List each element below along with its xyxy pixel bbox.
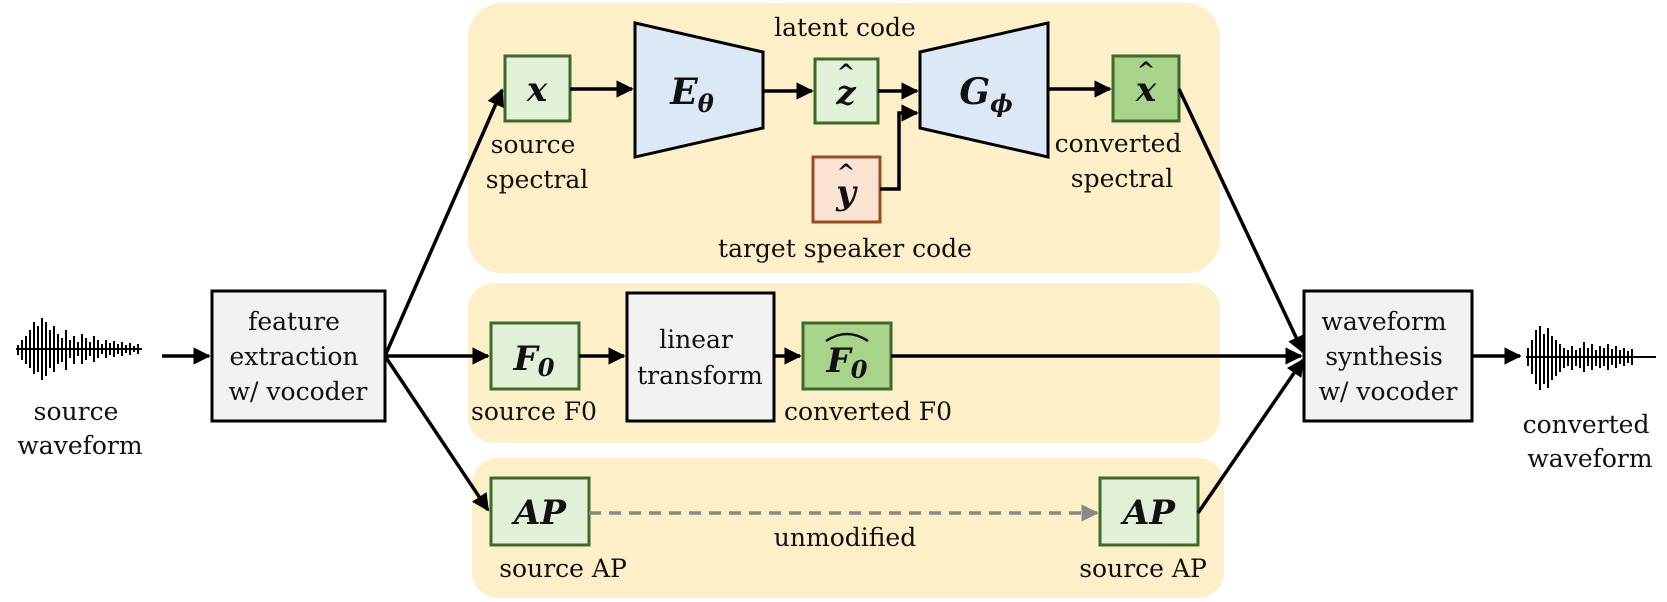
encoder-block — [633, 21, 765, 159]
source-ap-label-left: source AP — [499, 554, 627, 583]
converted-spectral-label: converted spectral — [1055, 129, 1190, 193]
feature-extraction-label: feature extraction w/ vocoder — [229, 307, 368, 406]
source-ap-label-right: source AP — [1079, 554, 1207, 583]
converted-waveform-icon — [1526, 326, 1656, 390]
waveform-synthesis-label: waveform synthesis w/ vocoder — [1319, 307, 1458, 406]
f0-hat-accent — [825, 332, 869, 343]
f0-hat-symbol: F0 — [826, 341, 868, 384]
source-waveform-label: source waveform — [17, 397, 142, 460]
decoder-symbol: Gϕ — [959, 71, 1013, 118]
x-symbol: x — [526, 70, 548, 110]
source-f0-box — [489, 321, 581, 391]
latent-code-label: latent code — [774, 13, 916, 42]
x-hat-symbol: x — [1135, 70, 1157, 110]
feature-extraction-box — [210, 289, 387, 423]
source-ap-box-left — [489, 476, 591, 547]
source-ap-box-right — [1098, 476, 1200, 547]
source-spectral-label: source spectral — [486, 130, 589, 194]
linear-transform-box — [625, 291, 776, 423]
spectral-arrows — [570, 80, 1112, 191]
converted-waveform-label: converted waveform — [1523, 410, 1658, 473]
main-flow-arrows — [162, 88, 1522, 514]
ap-symbol-left: AP — [511, 493, 567, 533]
linear-transform-label: linear transform — [637, 325, 763, 390]
converted-f0-label: converted F0 — [784, 397, 952, 426]
x-hat-accent: ^ — [1137, 58, 1155, 84]
z-hat-accent: ^ — [837, 60, 855, 86]
target-speaker-code-label: target speaker code — [718, 234, 972, 263]
y-hat-symbol: y — [835, 173, 858, 213]
f0-symbol: F0 — [513, 339, 555, 382]
unmodified-label: unmodified — [774, 523, 916, 552]
source-waveform-icon — [16, 318, 142, 380]
converted-spectral-box — [1111, 54, 1181, 123]
encoder-symbol: Eθ — [669, 71, 713, 118]
y-hat-accent: ^ — [837, 160, 855, 186]
waveform-synthesis-box — [1302, 289, 1474, 423]
ap-symbol-right: AP — [1120, 493, 1176, 533]
ap-panel — [472, 458, 1224, 598]
decoder-block — [918, 21, 1050, 159]
source-f0-label: source F0 — [471, 397, 597, 426]
z-hat-symbol: z — [835, 73, 856, 113]
